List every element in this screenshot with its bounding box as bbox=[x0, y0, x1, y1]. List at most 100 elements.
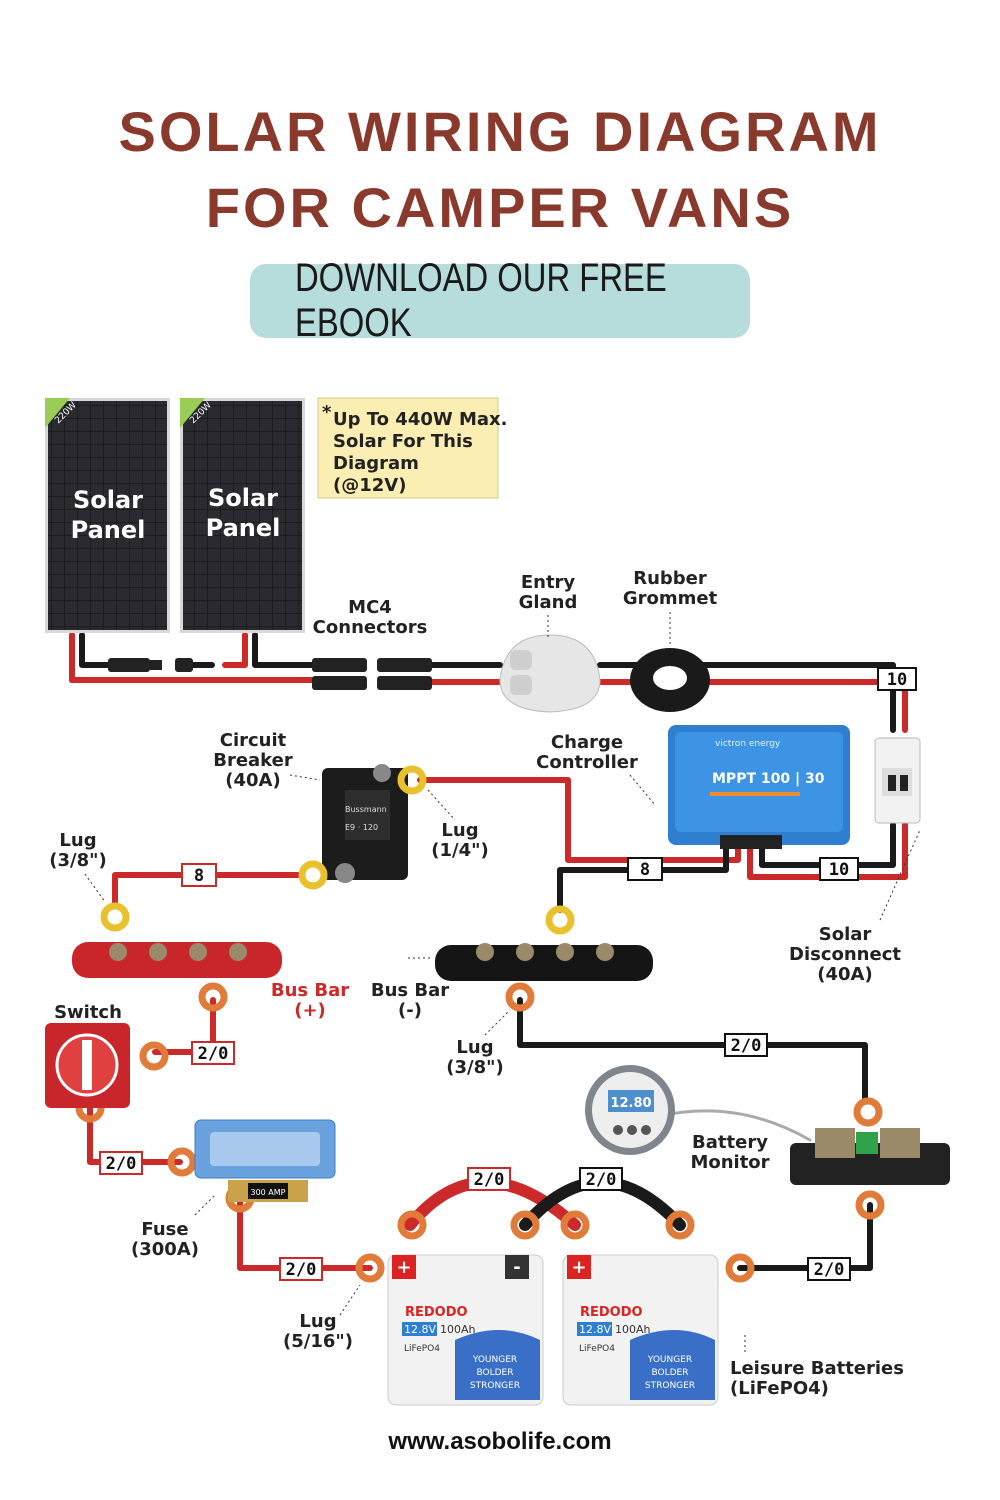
circuit-breaker-label-line-1: Circuit bbox=[220, 730, 287, 751]
lug-yellow-breaker-out bbox=[397, 765, 427, 795]
panel-2-label-line-2: Panel bbox=[206, 514, 281, 542]
svg-text:(@12V): (@12V) bbox=[333, 475, 406, 496]
bus-bar-positive-label-line-2: (+) bbox=[294, 1000, 326, 1021]
page-title-line-1: SOLAR WIRING DIAGRAM bbox=[118, 100, 882, 163]
svg-text:REDODO: REDODO bbox=[405, 1305, 468, 1320]
bus-bar-negative-label-line-1: Bus Bar bbox=[371, 980, 449, 1001]
lug-yellow-busbar-neg bbox=[545, 905, 575, 935]
rubber-grommet-label-line-2: Grommet bbox=[623, 588, 718, 609]
gauge-8-busbar: 8 bbox=[194, 866, 204, 886]
solar-panel-2: Solar Panel 220W bbox=[180, 398, 305, 633]
controller-model: MPPT 100 | 30 bbox=[712, 771, 825, 787]
panel-1-label-line-1: Solar bbox=[73, 486, 143, 514]
rubber-grommet-label-line-1: Rubber bbox=[633, 568, 707, 589]
svg-text:BOLDER: BOLDER bbox=[477, 1368, 514, 1378]
circuit-breaker-label-line-2: Breaker bbox=[213, 750, 293, 771]
gauge-10-bottom: 10 bbox=[829, 860, 849, 880]
svg-text:Solar For This: Solar For This bbox=[333, 431, 473, 452]
lug-three-eighths-a-label-line-1: Lug bbox=[59, 830, 96, 851]
battery-monitor-label-line-2: Monitor bbox=[690, 1152, 769, 1173]
gauge-boxes: 10 10 8 8 2/0 2/0 2/0 2/0 2/0 2/0 2/0 bbox=[99, 667, 917, 1281]
entry-gland-label-line-1: Entry bbox=[521, 572, 576, 593]
gauge-20-shunt-bottom: 2/0 bbox=[814, 1260, 845, 1280]
fuse-label-line-2: (300A) bbox=[131, 1239, 199, 1260]
bus-bar-negative-label-line-2: (-) bbox=[398, 1000, 422, 1021]
mc4-label-line-1: MC4 bbox=[348, 597, 392, 618]
battery-monitor-label-line-1: Battery bbox=[692, 1132, 768, 1153]
lug-quarter-label-line-2: (1/4") bbox=[431, 840, 488, 861]
svg-text:E9 · 120: E9 · 120 bbox=[345, 823, 378, 832]
svg-text:100Ah: 100Ah bbox=[615, 1323, 651, 1336]
svg-text:STRONGER: STRONGER bbox=[470, 1381, 520, 1391]
leisure-batteries-label-line-1: Leisure Batteries bbox=[730, 1358, 904, 1379]
svg-text:+: + bbox=[571, 1257, 586, 1278]
battery-shunt bbox=[790, 1128, 950, 1185]
lug-yellow-busbar-pos bbox=[100, 902, 130, 932]
bus-bar-negative bbox=[435, 943, 653, 981]
download-ebook-button[interactable]: DOWNLOAD OUR FREE EBOOK bbox=[250, 256, 750, 345]
gauge-20-fuse-out: 2/0 bbox=[286, 1260, 317, 1280]
lug-three-eighths-b-label-line-2: (3/8") bbox=[446, 1057, 503, 1078]
gauge-20-switch: 2/0 bbox=[198, 1044, 229, 1064]
lug-three-eighths-b-label-line-1: Lug bbox=[456, 1037, 493, 1058]
footer-url[interactable]: www.asobolife.com bbox=[388, 1428, 612, 1455]
svg-text:12.8V: 12.8V bbox=[404, 1323, 436, 1336]
svg-text:Bussmann: Bussmann bbox=[345, 805, 387, 814]
circuit-breaker: Bussmann E9 · 120 bbox=[322, 764, 408, 883]
page-title-line-2: FOR CAMPER VANS bbox=[205, 176, 795, 239]
fuse-holder: 300 AMP bbox=[194, 1119, 336, 1202]
panel-2-label-line-1: Solar bbox=[208, 484, 278, 512]
solar-disconnect-label-line-3: (40A) bbox=[817, 964, 872, 985]
mc4-label-line-2: Connectors bbox=[313, 617, 428, 638]
max-solar-note: * Up To 440W Max. Solar For This Diagram… bbox=[317, 397, 508, 499]
wiring-diagram: Solar Panel 220W Solar Panel 220W * Up T… bbox=[45, 397, 950, 1406]
solar-disconnect-label-line-2: Disconnect bbox=[789, 944, 901, 965]
svg-text:YOUNGER: YOUNGER bbox=[647, 1355, 692, 1365]
svg-text:12.8V: 12.8V bbox=[579, 1323, 611, 1336]
leisure-battery-2: + REDODO 12.8V 100Ah LiFePO4 YOUNGER BOL… bbox=[562, 1254, 719, 1406]
lug-yellow-breaker-in bbox=[298, 860, 328, 890]
solar-disconnect-label-line-1: Solar bbox=[819, 924, 872, 945]
solar-panel-1: Solar Panel 220W bbox=[45, 398, 170, 633]
entry-gland-label-line-2: Gland bbox=[519, 592, 578, 613]
gauge-20-shunt-top: 2/0 bbox=[731, 1036, 762, 1056]
svg-text:YOUNGER: YOUNGER bbox=[472, 1355, 517, 1365]
gauge-20-battery-red: 2/0 bbox=[474, 1170, 505, 1190]
gauge-20-battery-black: 2/0 bbox=[586, 1170, 617, 1190]
lug-five-sixteenths-label-line-2: (5/16") bbox=[283, 1331, 353, 1352]
controller-brand: victron energy bbox=[715, 739, 781, 749]
battery-switch bbox=[45, 1023, 130, 1108]
switch-label: Switch bbox=[54, 1002, 122, 1023]
battery-monitor: 12.80 bbox=[585, 1065, 675, 1155]
lug-five-sixteenths-label-line-1: Lug bbox=[299, 1311, 336, 1332]
charge-controller-label-line-1: Charge bbox=[551, 732, 623, 753]
download-ebook-label: DOWNLOAD OUR FREE EBOOK bbox=[295, 256, 667, 345]
circuit-breaker-label-line-3: (40A) bbox=[225, 770, 280, 791]
svg-text:REDODO: REDODO bbox=[580, 1305, 643, 1320]
gauge-8-controller: 8 bbox=[640, 860, 650, 880]
bus-bar-positive-label-line-1: Bus Bar bbox=[271, 980, 349, 1001]
svg-text:-: - bbox=[513, 1257, 520, 1278]
svg-text:Diagram: Diagram bbox=[333, 453, 419, 474]
lug-three-eighths-a-label-line-2: (3/8") bbox=[49, 850, 106, 871]
leisure-battery-1: + - REDODO 12.8V 100Ah LiFePO4 YOUNGER B… bbox=[387, 1254, 544, 1406]
panel-1-label-line-2: Panel bbox=[71, 516, 146, 544]
rubber-grommet bbox=[630, 648, 710, 712]
solar-disconnect bbox=[874, 737, 921, 824]
lug-quarter-label-line-1: Lug bbox=[441, 820, 478, 841]
gauge-10-top: 10 bbox=[887, 670, 907, 690]
monitor-reading: 12.80 bbox=[610, 1096, 651, 1111]
fuse-label-line-1: Fuse bbox=[141, 1219, 188, 1240]
fuse-rating: 300 AMP bbox=[250, 1188, 285, 1197]
svg-text:BOLDER: BOLDER bbox=[652, 1368, 689, 1378]
svg-text:STRONGER: STRONGER bbox=[645, 1381, 695, 1391]
charge-controller: victron energy MPPT 100 | 30 bbox=[668, 725, 850, 849]
entry-gland bbox=[499, 634, 601, 713]
leisure-batteries-label-line-2: (LiFePO4) bbox=[730, 1378, 829, 1399]
svg-text:*: * bbox=[322, 402, 332, 423]
gauge-20-fuse-in: 2/0 bbox=[106, 1154, 137, 1174]
bus-bar-positive bbox=[72, 942, 282, 978]
charge-controller-label-line-2: Controller bbox=[536, 752, 638, 773]
svg-text:LiFePO4: LiFePO4 bbox=[404, 1344, 440, 1354]
svg-text:100Ah: 100Ah bbox=[440, 1323, 476, 1336]
